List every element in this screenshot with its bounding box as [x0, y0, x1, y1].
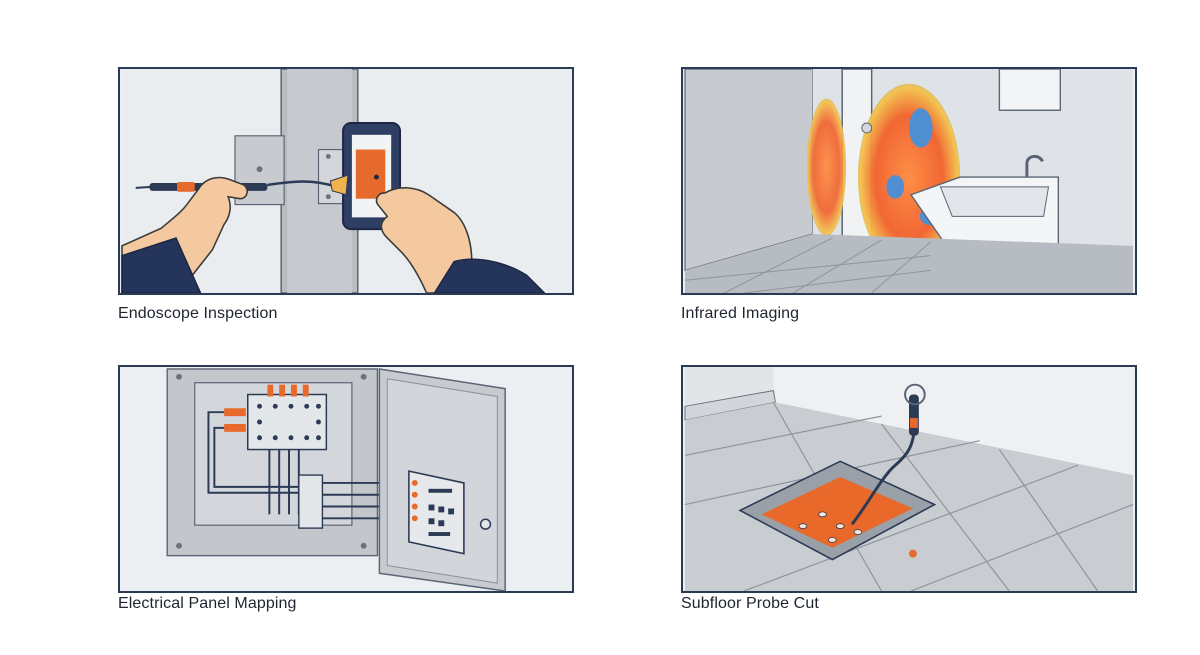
infrared-scene	[684, 69, 1133, 293]
electrical-scene	[122, 367, 570, 591]
subfloor-probe-illustration	[681, 365, 1137, 593]
infrared-imaging-illustration	[681, 67, 1137, 295]
caption-subfloor-probe-cut: Subfloor Probe Cut	[681, 595, 819, 612]
caption-endoscope-inspection: Endoscope Inspection	[118, 305, 278, 322]
right-hand-icon	[375, 187, 473, 293]
endoscope-scene	[121, 69, 570, 293]
caption-electrical-panel-mapping: Electrical Panel Mapping	[118, 595, 297, 612]
electrical-panel-illustration	[118, 365, 574, 593]
caption-infrared-imaging: Infrared Imaging	[681, 305, 800, 322]
endoscope-inspection-illustration	[118, 67, 574, 295]
probe-icon	[909, 394, 919, 436]
subfloor-scene	[684, 367, 1134, 591]
